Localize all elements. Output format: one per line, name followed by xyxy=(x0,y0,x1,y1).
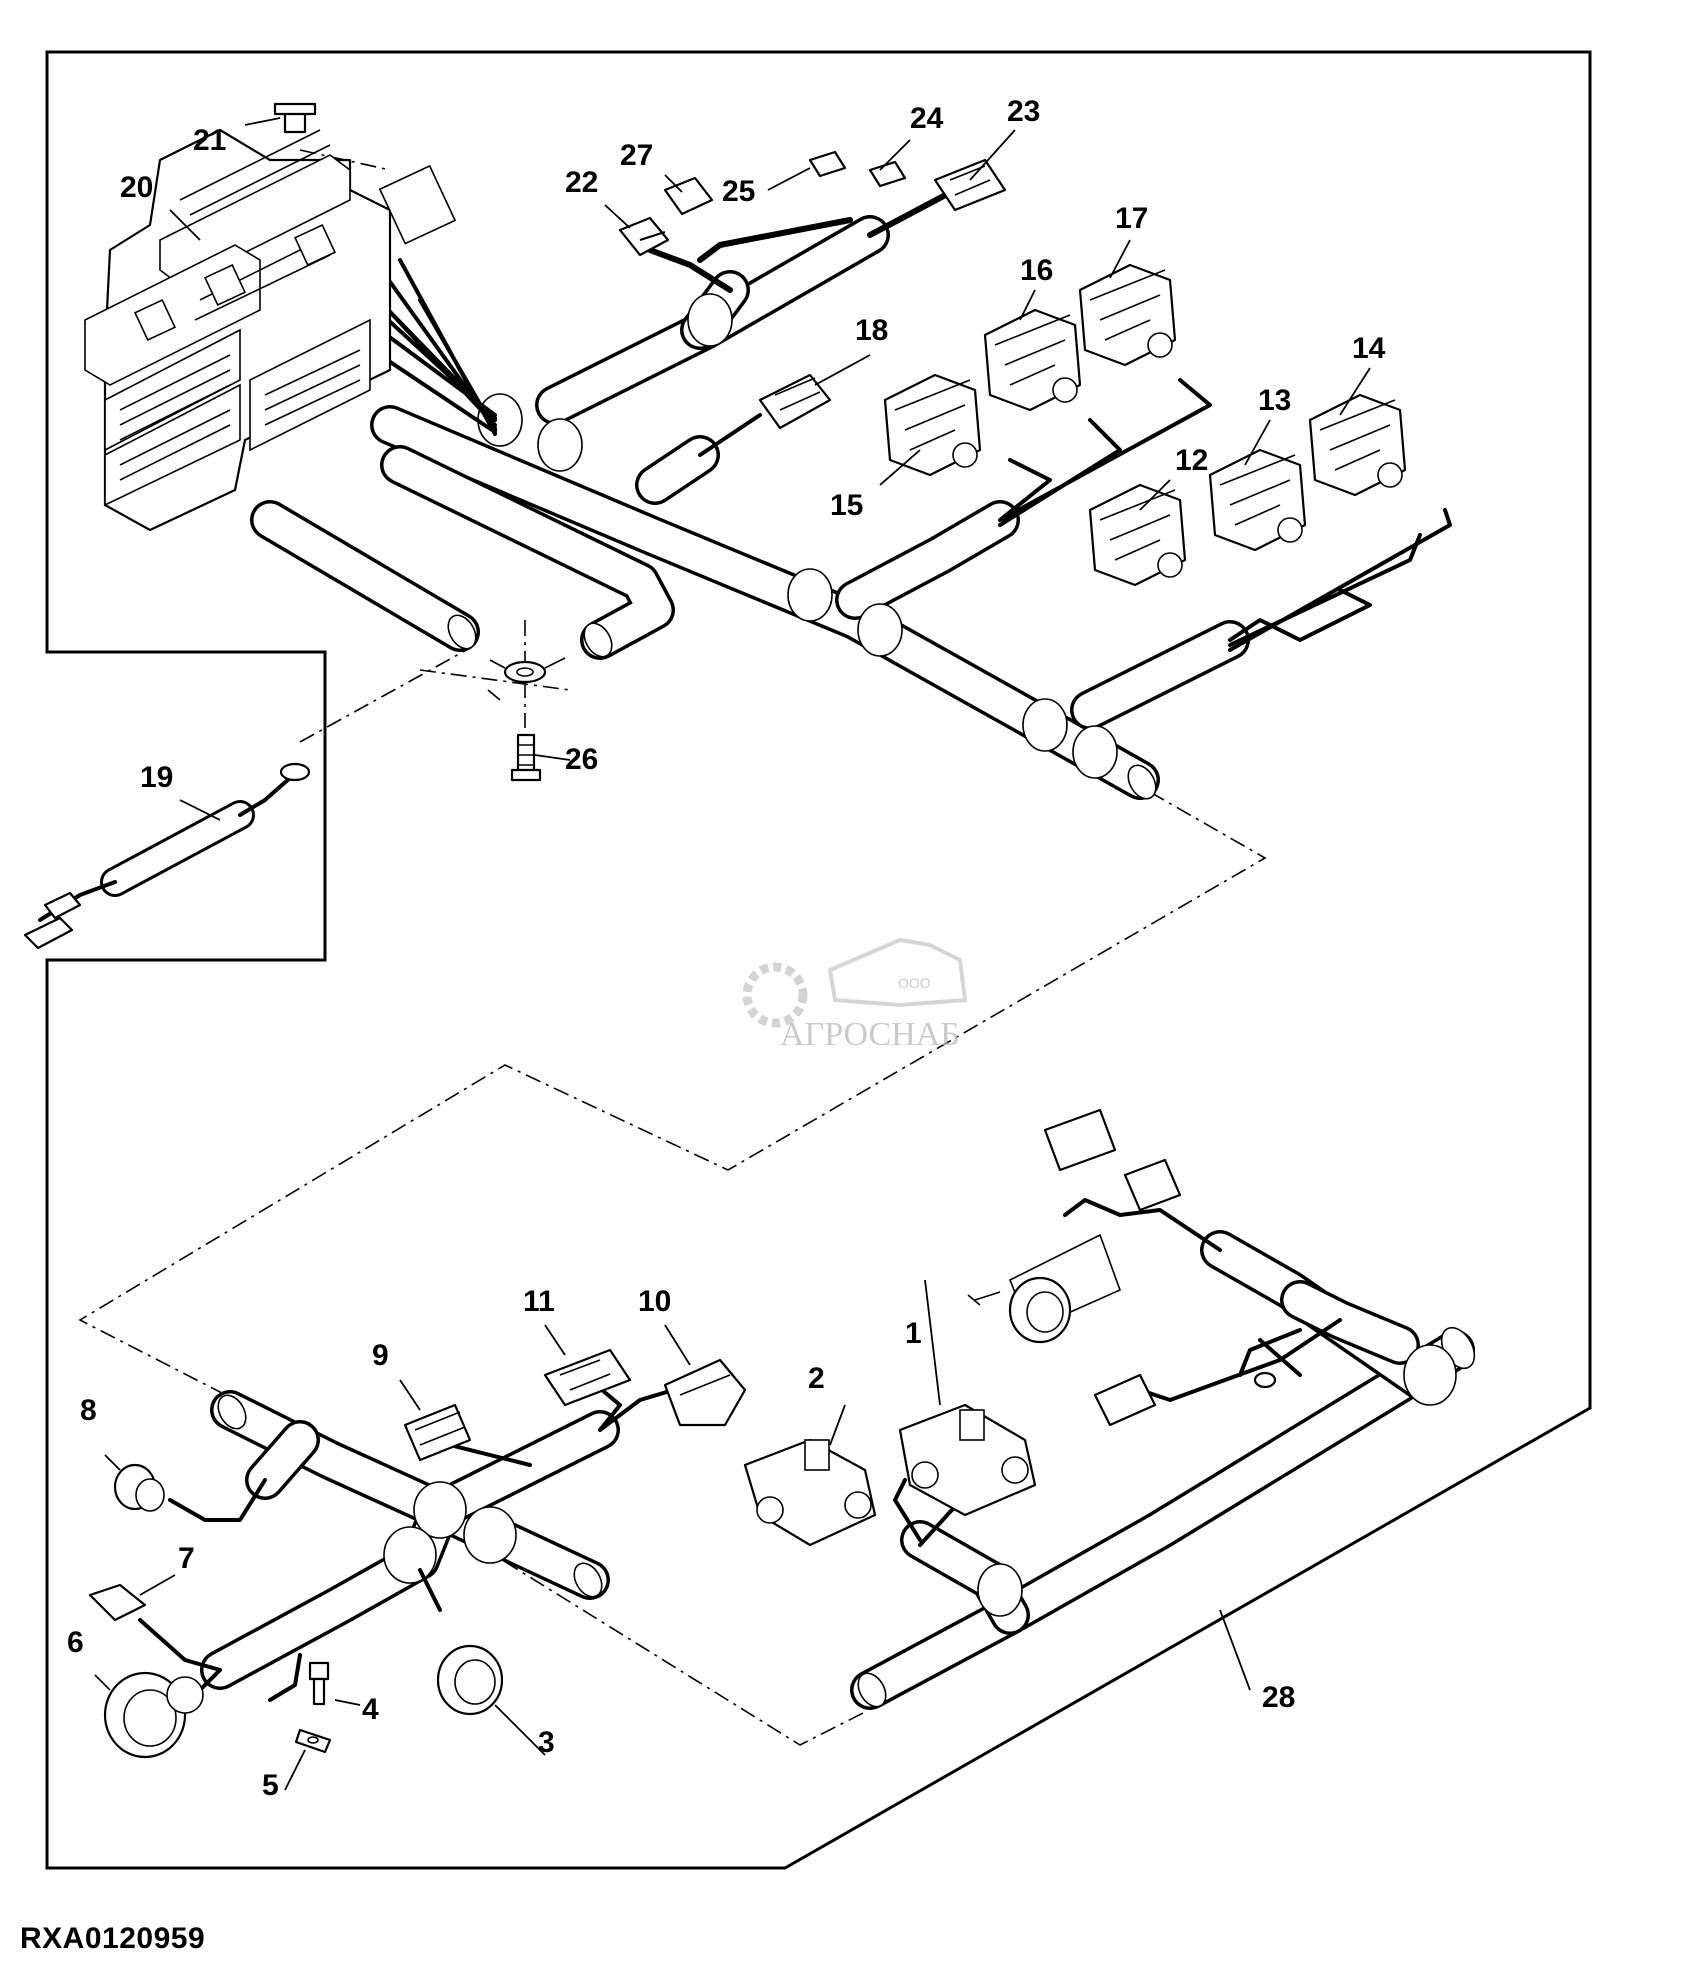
callout-28: 28 xyxy=(1262,1681,1295,1714)
wire xyxy=(647,187,958,293)
callout-11: 11 xyxy=(523,1285,555,1318)
callout-1: 1 xyxy=(905,1317,922,1350)
diagram-frame xyxy=(45,50,1592,1870)
connector-10 xyxy=(663,1358,747,1427)
watermark-logo: ООО АГРОСНАБ xyxy=(742,937,968,1053)
ground-terminal xyxy=(487,657,566,701)
callout-8: 8 xyxy=(80,1394,97,1427)
connector-3 xyxy=(436,1644,504,1716)
ecu-connector-17 xyxy=(1078,263,1177,367)
callout-6: 6 xyxy=(67,1626,84,1659)
ecu-connector-16 xyxy=(983,308,1082,412)
callout-14: 14 xyxy=(1352,332,1386,365)
lower-harness xyxy=(88,1108,1476,1759)
fuse-relay-box xyxy=(84,128,457,532)
callout-10: 10 xyxy=(638,1285,671,1318)
terminal-25 xyxy=(808,150,847,178)
callout-22: 22 xyxy=(565,166,598,199)
clip-5 xyxy=(294,1728,332,1754)
ecu-connector-12 xyxy=(1088,483,1187,587)
connector-11 xyxy=(543,1348,632,1407)
connector-27 xyxy=(663,176,714,216)
alignment-line xyxy=(78,791,1267,1746)
callout-27: 27 xyxy=(620,139,653,172)
ecu-connector-15 xyxy=(883,373,982,477)
sensor-2 xyxy=(743,1438,877,1547)
watermark-small: ООО xyxy=(898,975,931,991)
callout-18: 18 xyxy=(855,314,888,347)
connector-8 xyxy=(113,1463,165,1512)
socket-upper-right xyxy=(967,1233,1122,1344)
callout-21: 21 xyxy=(193,124,226,157)
callout-15: 15 xyxy=(830,489,863,522)
callout-12: 12 xyxy=(1175,444,1208,477)
screw-26 xyxy=(510,733,542,782)
bolt-4 xyxy=(308,1661,330,1706)
callout-13: 13 xyxy=(1258,384,1291,417)
callout-7: 7 xyxy=(178,1542,195,1575)
callouts: 1 2 3 4 5 6 7 8 9 10 11 12 13 14 15 16 1… xyxy=(67,95,1386,1802)
watermark-name: АГРОСНАБ xyxy=(780,1016,960,1053)
callout-4: 4 xyxy=(362,1693,379,1726)
callout-19: 19 xyxy=(140,761,173,794)
callout-20: 20 xyxy=(120,171,153,204)
upper-harness xyxy=(23,102,1452,1746)
callout-9: 9 xyxy=(372,1339,389,1372)
callout-24: 24 xyxy=(910,102,944,135)
connector-6 xyxy=(103,1671,204,1759)
cable-19 xyxy=(23,762,311,950)
leader-lines xyxy=(94,117,1371,1791)
ecu-connector-13 xyxy=(1208,448,1307,552)
ecu-connector-14 xyxy=(1308,393,1407,497)
connector-lower-right xyxy=(1093,1371,1277,1427)
connector-18 xyxy=(758,373,832,430)
screw-21 xyxy=(273,102,317,134)
callout-23: 23 xyxy=(1007,95,1040,128)
callout-2: 2 xyxy=(808,1362,825,1395)
sensor-1 xyxy=(898,1403,1037,1517)
connector-23 xyxy=(933,158,1007,212)
callout-3: 3 xyxy=(538,1726,555,1759)
figure-id: RXA0120959 xyxy=(20,1922,206,1955)
callout-5: 5 xyxy=(262,1769,279,1802)
connector-22 xyxy=(618,216,670,257)
connector-9 xyxy=(403,1403,472,1462)
callout-17: 17 xyxy=(1115,202,1148,235)
connector-7 xyxy=(88,1583,147,1622)
callout-26: 26 xyxy=(565,743,598,776)
terminal-24 xyxy=(868,160,907,188)
callout-25: 25 xyxy=(722,175,755,208)
callout-16: 16 xyxy=(1020,254,1053,287)
connector-upper-right xyxy=(1043,1108,1182,1212)
